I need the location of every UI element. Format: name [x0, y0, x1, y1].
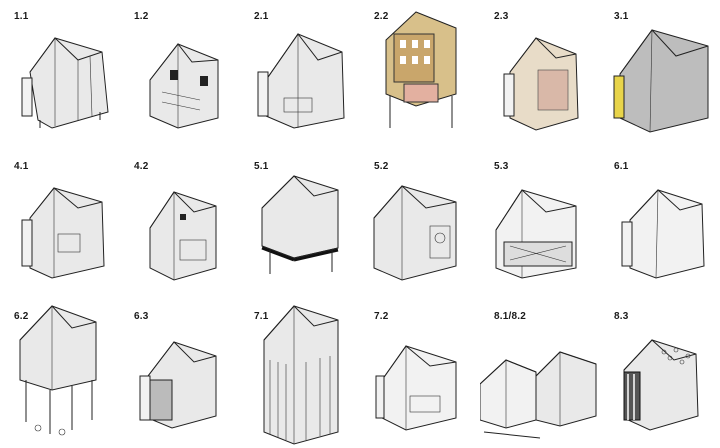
panel-label: 6.1	[614, 161, 629, 172]
greenhouse-sketch	[621, 189, 705, 279]
greenhouse-sketch	[375, 345, 457, 431]
greenhouse-sketch	[503, 37, 579, 131]
panel-5-2: 5.2	[360, 150, 478, 296]
panel-2-3: 2.3	[480, 0, 598, 146]
greenhouse-sketch	[21, 37, 109, 129]
greenhouse-sketch	[613, 29, 709, 133]
greenhouse-sketch	[21, 187, 105, 279]
panel-5-3: 5.3	[480, 150, 598, 296]
panel-8-3: 8.3	[600, 300, 718, 446]
panel-label: 1.1	[14, 11, 29, 22]
greenhouse-sketch	[385, 11, 457, 128]
greenhouse-sketch	[373, 185, 457, 281]
greenhouse-sketch	[149, 191, 217, 281]
panel-5-1: 5.1	[240, 150, 358, 296]
greenhouse-sketch	[261, 175, 339, 274]
greenhouse-sketch	[480, 351, 597, 439]
panel-label: 8.1/8.2	[494, 311, 526, 322]
panel-label: 6.3	[134, 311, 149, 322]
panel-label: 6.2	[14, 311, 29, 322]
panel-label: 3.1	[614, 11, 629, 22]
panel-6-1: 6.1	[600, 150, 718, 296]
greenhouse-sketch	[495, 189, 577, 279]
panel-label: 4.2	[134, 161, 149, 172]
panel-label: 5.2	[374, 161, 389, 172]
panel-label: 2.3	[494, 11, 509, 22]
panel-6-3: 6.3	[120, 300, 238, 446]
panel-3-1: 3.1	[600, 0, 718, 146]
panel-label: 5.3	[494, 161, 509, 172]
panel-4-1: 4.1	[0, 150, 118, 296]
panel-4-2: 4.2	[120, 150, 238, 296]
panel-7-1: 7.1	[240, 300, 358, 446]
panel-label: 5.1	[254, 161, 269, 172]
panel-label: 4.1	[14, 161, 29, 172]
panel-1-2: 1.2	[120, 0, 238, 146]
greenhouse-sketch	[19, 305, 97, 436]
panel-label: 1.2	[134, 11, 149, 22]
greenhouse-sketch	[139, 341, 217, 429]
panel-label: 7.2	[374, 311, 389, 322]
greenhouse-sketch	[623, 339, 699, 431]
panel-label: 2.1	[254, 11, 269, 22]
greenhouse-sketch	[263, 305, 339, 445]
greenhouse-sketch	[149, 43, 219, 129]
panel-label: 7.1	[254, 311, 269, 322]
greenhouse-sketch	[257, 33, 345, 129]
panel-2-1: 2.1	[240, 0, 358, 146]
panel-2-2: 2.2	[360, 0, 478, 146]
panel-7-2: 7.2	[360, 300, 478, 446]
panel-6-2: 6.2	[0, 300, 118, 446]
panel-8-1-8-2: 8.1/8.2	[480, 300, 598, 446]
panel-label: 8.3	[614, 311, 629, 322]
panel-1-1: 1.1	[0, 0, 118, 146]
panel-label: 2.2	[374, 11, 389, 22]
